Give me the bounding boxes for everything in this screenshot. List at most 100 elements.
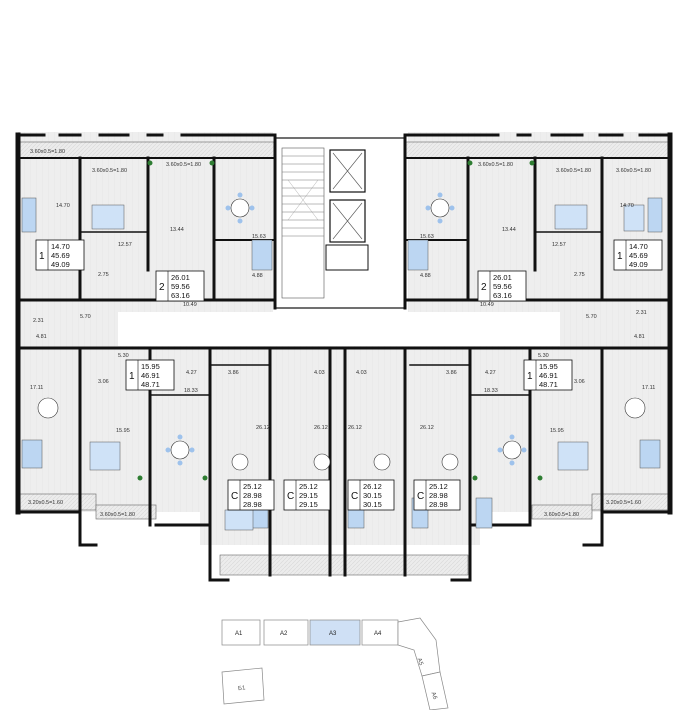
- plant-icons: [137, 160, 543, 481]
- key-section-a2[interactable]: [263, 619, 309, 646]
- room-area: 4.03: [314, 370, 325, 376]
- apartment-total: 28.98: [429, 491, 448, 500]
- room-area: 10.49: [183, 302, 197, 308]
- apartment-living: 15.95: [141, 362, 160, 371]
- apartment-area: 63.16: [171, 291, 190, 300]
- key-label-a6: А6: [430, 691, 438, 701]
- room-area: 3.06: [98, 379, 109, 385]
- apartment-area: 49.09: [629, 260, 648, 269]
- apartment-total: 30.15: [363, 491, 382, 500]
- table-chairs: [165, 192, 527, 466]
- balcony-label: 3.60x0.5=1.80: [30, 149, 65, 155]
- balcony-label: 3.20x0.5=1.60: [28, 500, 63, 506]
- apartment-area: 48.71: [141, 380, 160, 389]
- room-area: 14.70: [56, 203, 70, 209]
- room-area: 5.30: [118, 353, 129, 359]
- key-label-a3: А3: [329, 631, 337, 637]
- apartment-box[interactable]: 1 14.70 45.69 49.09: [613, 239, 663, 271]
- apartment-type: 2: [481, 282, 487, 293]
- room-area: 2.31: [33, 318, 44, 324]
- key-label-b1: Б1: [238, 685, 247, 692]
- apartment-box[interactable]: C 25.12 28.98 28.98: [413, 479, 461, 511]
- room-area: 4.27: [485, 370, 496, 376]
- balcony-label: 3.60x0.5=1.80: [556, 168, 591, 174]
- apartment-type: 2: [159, 282, 165, 293]
- room-area: 18.33: [484, 388, 498, 394]
- room-area: 5.30: [538, 353, 549, 359]
- bath-tub-3: [251, 239, 273, 271]
- room-area: 2.75: [574, 272, 585, 278]
- apartment-living: 26.01: [493, 273, 512, 282]
- apartment-type: 1: [527, 371, 533, 382]
- balcony-label: 3.60x0.5=1.80: [478, 162, 513, 168]
- key-label-a2: А2: [280, 631, 288, 637]
- key-section-a5[interactable]: [397, 617, 441, 677]
- apartment-type: C: [351, 491, 358, 502]
- room-area: 15.95: [550, 428, 564, 434]
- room-area: 26.12: [348, 425, 362, 431]
- apartment-living: 25.12: [243, 482, 262, 491]
- key-label-a5: А5: [416, 657, 424, 667]
- apartment-type: 1: [129, 371, 135, 382]
- apartment-box[interactable]: 2 26.01 59.56 63.16: [155, 270, 205, 302]
- apartment-box[interactable]: 1 15.95 46.91 48.71: [523, 359, 573, 391]
- room-area: 15.63: [252, 234, 266, 240]
- apartment-total: 59.56: [493, 282, 512, 291]
- room-area: 3.86: [446, 370, 457, 376]
- room-area: 2.75: [98, 272, 109, 278]
- room-area: 26.12: [420, 425, 434, 431]
- room-area: 3.86: [228, 370, 239, 376]
- room-area: 5.70: [80, 314, 91, 320]
- apartment-box[interactable]: C 25.12 28.98 28.98: [227, 479, 275, 511]
- room-area: 13.44: [502, 227, 516, 233]
- apartment-box[interactable]: 1 14.70 45.69 49.09: [35, 239, 85, 271]
- key-section-a1[interactable]: [221, 619, 261, 646]
- balcony-bottom-right: [531, 504, 593, 520]
- key-section-b1[interactable]: [221, 667, 265, 705]
- room-area: 26.12: [314, 425, 328, 431]
- apartment-total: 46.91: [539, 371, 558, 380]
- apartment-box[interactable]: C 26.12 30.15 30.15: [347, 479, 395, 511]
- room-area: 15.63: [420, 234, 434, 240]
- apartment-type: 1: [39, 251, 45, 262]
- apartment-type: C: [287, 491, 294, 502]
- corridor: [118, 312, 560, 346]
- room-area: 18.33: [184, 388, 198, 394]
- apartment-box[interactable]: 1 15.95 46.91 48.71: [125, 359, 175, 391]
- apartment-total: 29.15: [299, 491, 318, 500]
- key-label-a4: А4: [374, 631, 382, 637]
- apartment-area: 48.71: [539, 380, 558, 389]
- dining-tables: [37, 198, 646, 471]
- bath-tub-5: [21, 439, 43, 469]
- room-area: 12.57: [118, 242, 132, 248]
- balcony-label: 3.60x0.5=1.80: [544, 512, 579, 518]
- balcony-top-right: [404, 141, 671, 159]
- room-area: 4.88: [420, 273, 431, 279]
- bath-tub-1: [21, 197, 37, 233]
- apartment-living: 25.12: [299, 482, 318, 491]
- room-area: 4.88: [252, 273, 263, 279]
- key-section-a3[interactable]: [309, 619, 361, 646]
- apartment-area: 28.98: [243, 500, 262, 509]
- balcony-label: 3.20x0.5=1.60: [606, 500, 641, 506]
- apartment-type: C: [231, 491, 238, 502]
- room-area: 14.70: [620, 203, 634, 209]
- key-plan: А1 А2 А3 А4 А5 А6 Б1: [221, 617, 449, 710]
- apartment-total: 46.91: [141, 371, 160, 380]
- balcony-label: 3.60x0.5=1.80: [616, 168, 651, 174]
- bath-tub-6: [639, 439, 661, 469]
- apartment-living: 26.12: [363, 482, 382, 491]
- key-label-a1: А1: [235, 631, 243, 637]
- room-area: 2.31: [636, 310, 647, 316]
- apartment-total: 28.98: [243, 491, 262, 500]
- room-area: 15.95: [116, 428, 130, 434]
- apartment-total: 59.56: [171, 282, 190, 291]
- apartment-area: 49.09: [51, 260, 70, 269]
- room-area: 4.03: [356, 370, 367, 376]
- room-area: 3.06: [574, 379, 585, 385]
- apartment-box[interactable]: 2 26.01 59.56 63.16: [477, 270, 527, 302]
- key-section-a6[interactable]: [421, 671, 449, 710]
- apartment-box[interactable]: C 25.12 29.15 29.15: [283, 479, 331, 511]
- apartment-area: 29.15: [299, 500, 318, 509]
